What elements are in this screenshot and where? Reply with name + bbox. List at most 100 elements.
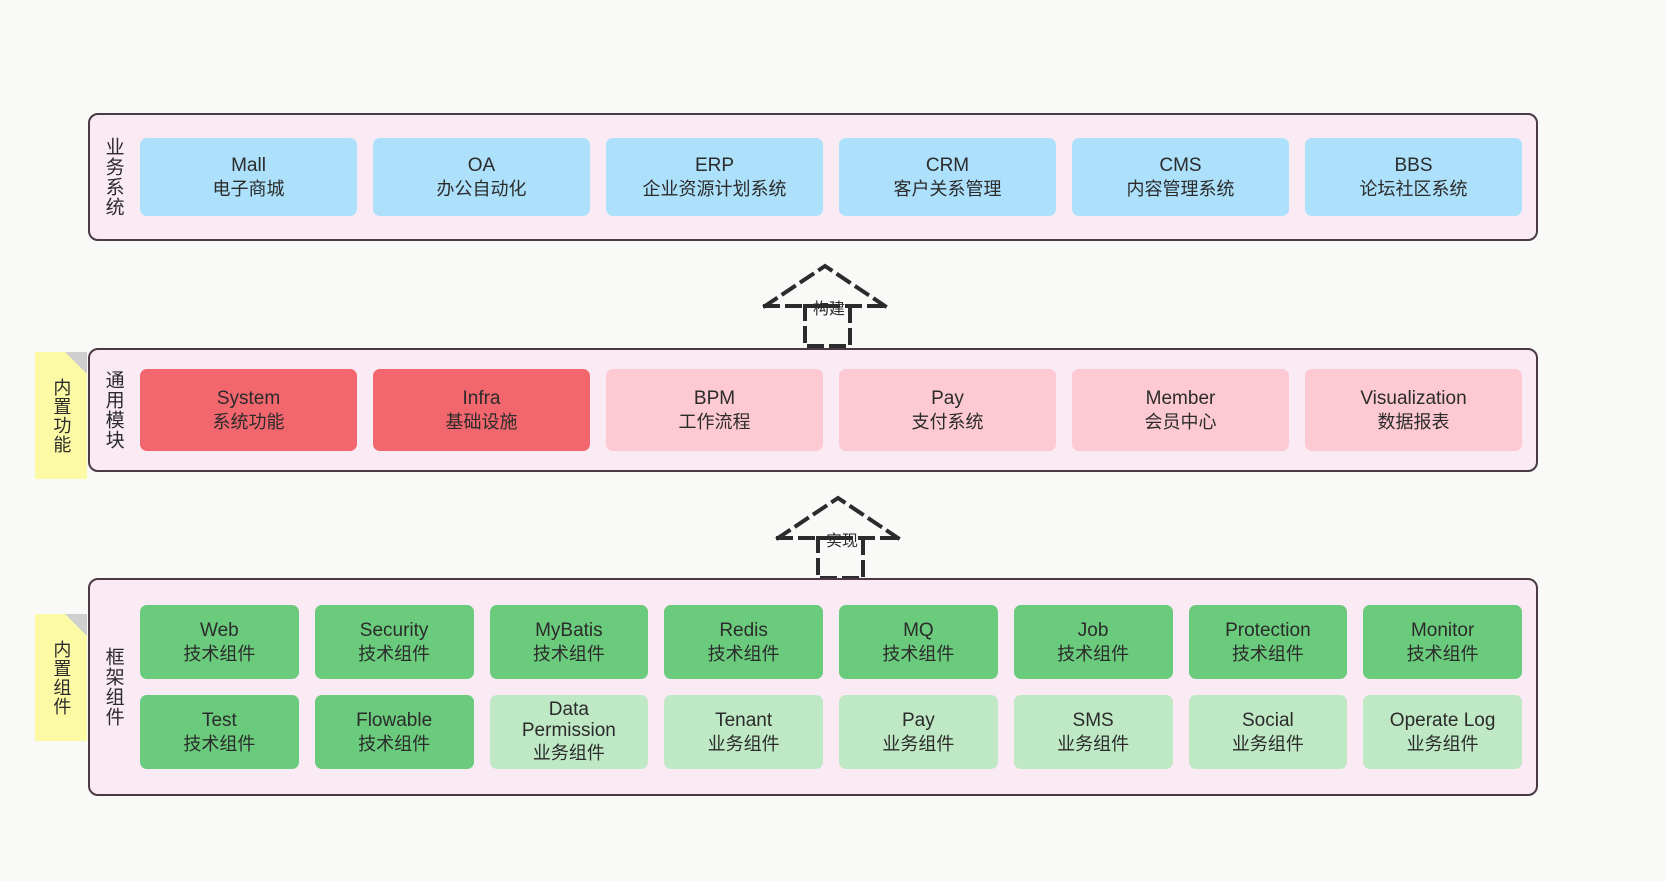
box-row: Test 技术组件 Flowable 技术组件 Data Permission … xyxy=(140,695,1522,769)
box-monitor[interactable]: Monitor 技术组件 xyxy=(1363,605,1522,679)
box-sms[interactable]: SMS 业务组件 xyxy=(1013,695,1173,769)
box-title: MQ xyxy=(903,619,934,641)
box-subtitle: 客户关系管理 xyxy=(893,178,1002,199)
box-pay-business[interactable]: Pay 业务组件 xyxy=(839,695,998,769)
box-erp[interactable]: ERP 企业资源计划系统 xyxy=(606,138,823,216)
box-title: MyBatis xyxy=(535,619,603,641)
note-builtin-components: 内置组件 xyxy=(35,614,87,741)
box-title: System xyxy=(216,387,281,409)
box-tenant[interactable]: Tenant 业务组件 xyxy=(664,695,823,769)
box-row: Web 技术组件 Security 技术组件 MyBatis 技术组件 Redi… xyxy=(140,605,1522,679)
box-title: OA xyxy=(467,154,496,176)
layer-title-business: 业务系统 xyxy=(102,137,124,217)
box-subtitle: 业务组件 xyxy=(882,733,955,754)
box-subtitle: 论坛社区系统 xyxy=(1359,178,1468,199)
box-subtitle: 业务组件 xyxy=(1406,733,1479,754)
box-title: Social xyxy=(1242,709,1294,731)
layer-common-modules: 通用模块 System 系统功能 Infra 基础设施 BPM 工作流程 Pay… xyxy=(88,348,1538,472)
dashed-generalization-arrow-icon xyxy=(775,495,901,580)
box-social[interactable]: Social 业务组件 xyxy=(1188,695,1348,769)
box-title: CRM xyxy=(925,154,970,176)
box-title: Redis xyxy=(719,619,768,641)
box-title: Tenant xyxy=(715,709,773,731)
box-subtitle: 技术组件 xyxy=(1406,643,1479,664)
box-subtitle: 技术组件 xyxy=(183,643,256,664)
box-title: Infra xyxy=(462,387,501,409)
box-mall[interactable]: Mall 电子商城 xyxy=(140,138,357,216)
box-title: Pay xyxy=(902,709,935,731)
box-subtitle: 技术组件 xyxy=(183,733,256,754)
box-visualization[interactable]: Visualization 数据报表 xyxy=(1305,369,1522,451)
box-title: SMS xyxy=(1072,709,1114,731)
box-redis[interactable]: Redis 技术组件 xyxy=(664,605,823,679)
layer-title-common: 通用模块 xyxy=(102,370,124,450)
connector-build: 构建 xyxy=(755,258,925,350)
box-mq[interactable]: MQ 技术组件 xyxy=(839,605,998,679)
box-subtitle: 系统功能 xyxy=(212,411,285,432)
box-operate-log[interactable]: Operate Log 业务组件 xyxy=(1363,695,1522,769)
box-job[interactable]: Job 技术组件 xyxy=(1013,605,1173,679)
box-row: Mall 电子商城 OA 办公自动化 ERP 企业资源计划系统 CRM 客户关系… xyxy=(140,138,1522,216)
box-web[interactable]: Web 技术组件 xyxy=(140,605,299,679)
box-title: BPM xyxy=(693,387,736,409)
box-subtitle: 业务组件 xyxy=(707,733,780,754)
box-subtitle: 业务组件 xyxy=(532,742,605,763)
box-subtitle: 技术组件 xyxy=(358,733,431,754)
box-data-permission[interactable]: Data Permission 业务组件 xyxy=(489,695,649,769)
box-title: Job xyxy=(1077,619,1109,641)
box-title: Data Permission xyxy=(521,698,616,741)
box-subtitle: 工作流程 xyxy=(678,411,751,432)
box-title: CMS xyxy=(1159,154,1202,176)
note-label: 内置组件 xyxy=(51,639,72,716)
box-member[interactable]: Member 会员中心 xyxy=(1072,369,1289,451)
layer-body-common: System 系统功能 Infra 基础设施 BPM 工作流程 Pay 支付系统… xyxy=(136,350,1536,470)
box-title: Pay xyxy=(931,387,964,409)
box-subtitle: 技术组件 xyxy=(1057,643,1130,664)
dashed-generalization-arrow-icon xyxy=(762,263,888,348)
connector-implement: 实现 xyxy=(768,490,938,582)
box-subtitle: 支付系统 xyxy=(911,411,984,432)
box-title: Mall xyxy=(231,154,266,176)
box-subtitle: 数据报表 xyxy=(1377,411,1450,432)
layer-body-framework: Web 技术组件 Security 技术组件 MyBatis 技术组件 Redi… xyxy=(136,580,1536,794)
box-system[interactable]: System 系统功能 xyxy=(140,369,357,451)
box-subtitle: 技术组件 xyxy=(532,643,605,664)
box-oa[interactable]: OA 办公自动化 xyxy=(373,138,590,216)
box-title: Operate Log xyxy=(1389,709,1496,731)
box-row: System 系统功能 Infra 基础设施 BPM 工作流程 Pay 支付系统… xyxy=(140,369,1522,451)
layer-business-systems: 业务系统 Mall 电子商城 OA 办公自动化 ERP 企业资源计划系统 CRM… xyxy=(88,113,1538,241)
box-subtitle: 业务组件 xyxy=(1231,733,1304,754)
box-flowable[interactable]: Flowable 技术组件 xyxy=(314,695,474,769)
box-title: Test xyxy=(201,709,237,731)
box-crm[interactable]: CRM 客户关系管理 xyxy=(839,138,1056,216)
box-mybatis[interactable]: MyBatis 技术组件 xyxy=(489,605,649,679)
box-subtitle: 电子商城 xyxy=(212,178,285,199)
note-label: 内置功能 xyxy=(51,377,72,454)
box-cms[interactable]: CMS 内容管理系统 xyxy=(1072,138,1289,216)
box-subtitle: 会员中心 xyxy=(1144,411,1217,432)
box-security[interactable]: Security 技术组件 xyxy=(314,605,474,679)
layer-body-business: Mall 电子商城 OA 办公自动化 ERP 企业资源计划系统 CRM 客户关系… xyxy=(136,115,1536,239)
box-protection[interactable]: Protection 技术组件 xyxy=(1188,605,1348,679)
layer-title-framework: 框架组件 xyxy=(102,647,124,727)
connector-label-build: 构建 xyxy=(813,301,846,318)
box-test[interactable]: Test 技术组件 xyxy=(140,695,299,769)
box-bbs[interactable]: BBS 论坛社区系统 xyxy=(1305,138,1522,216)
box-subtitle: 技术组件 xyxy=(707,643,780,664)
box-subtitle: 业务组件 xyxy=(1057,733,1130,754)
box-subtitle: 技术组件 xyxy=(1231,643,1304,664)
box-subtitle: 办公自动化 xyxy=(436,178,527,199)
box-title: BBS xyxy=(1394,154,1433,176)
box-subtitle: 基础设施 xyxy=(445,411,518,432)
box-bpm[interactable]: BPM 工作流程 xyxy=(606,369,823,451)
box-subtitle: 内容管理系统 xyxy=(1126,178,1235,199)
box-title: ERP xyxy=(694,154,735,176)
box-pay[interactable]: Pay 支付系统 xyxy=(839,369,1056,451)
box-title: Monitor xyxy=(1410,619,1475,641)
note-fold-corner-icon xyxy=(65,352,87,374)
box-infra[interactable]: Infra 基础设施 xyxy=(373,369,590,451)
box-title: Visualization xyxy=(1360,387,1467,409)
box-title: Protection xyxy=(1225,619,1311,641)
connector-label-implement: 实现 xyxy=(826,533,859,550)
